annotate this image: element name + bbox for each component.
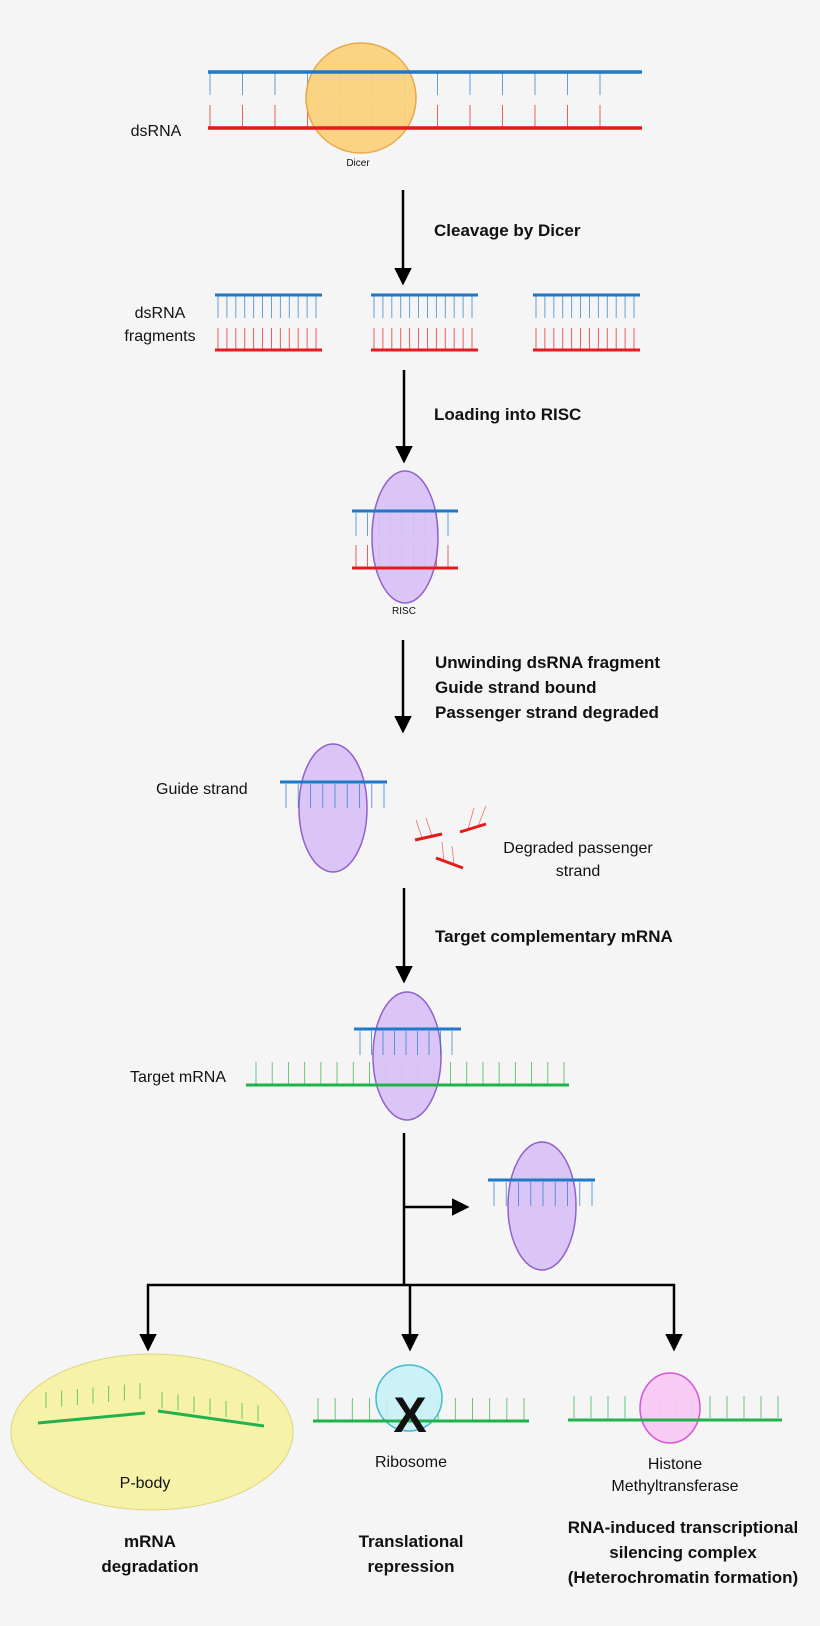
step-cleavage-label: Cleavage by Dicer xyxy=(434,221,581,240)
fragment-3-red-ticks xyxy=(535,328,635,350)
risc-released xyxy=(488,1141,595,1271)
target-mrna-complex xyxy=(246,991,569,1121)
degraded-label-line2: strand xyxy=(556,863,600,880)
fragments-label-line1: dsRNA xyxy=(135,305,186,322)
hmt-label-line2: Methyltransferase xyxy=(611,1478,738,1495)
dsrna-full xyxy=(208,42,642,154)
dicer-label: Dicer xyxy=(346,158,370,169)
hmt-outcome xyxy=(568,1372,782,1444)
dsrna-fragment-2 xyxy=(371,293,478,352)
pbody-mrna-right xyxy=(157,1409,265,1428)
pbody-ticks-right xyxy=(161,1392,259,1422)
passenger-piece-1-tick-a xyxy=(415,819,423,839)
passenger-piece-3-tick-b xyxy=(451,845,455,866)
outcome-rits-line3: (Heterochromatin formation) xyxy=(568,1568,798,1587)
x-mark-icon: X xyxy=(393,1387,426,1443)
step-unwind-line3: Passenger strand degraded xyxy=(435,703,659,722)
passenger-piece-1 xyxy=(414,832,443,842)
outcome-degradation-line2: degradation xyxy=(101,1557,198,1576)
step-unwind-line2: Guide strand bound xyxy=(435,678,597,697)
ribosome-label: Ribosome xyxy=(375,1454,447,1471)
passenger-piece-2 xyxy=(459,822,487,834)
hmt-label-line1: Histone xyxy=(648,1456,702,1473)
step-unwind-line1: Unwinding dsRNA fragment xyxy=(435,653,660,672)
guide-strand-label: Guide strand xyxy=(156,781,248,798)
passenger-piece-3 xyxy=(435,856,464,870)
ribosome-outcome: X xyxy=(313,1364,529,1443)
risc-complex-guide xyxy=(298,743,368,873)
target-mrna-label: Target mRNA xyxy=(130,1069,226,1086)
passenger-piece-2-tick-b xyxy=(477,805,487,827)
dsrna-fragment-3 xyxy=(533,293,640,352)
risc-label: RISC xyxy=(392,606,416,617)
step-loading-label: Loading into RISC xyxy=(434,405,581,424)
dicer-enzyme xyxy=(305,42,417,154)
dsrna-fragment-1 xyxy=(215,293,322,352)
risc-guide-strand xyxy=(280,743,387,873)
degraded-passenger-pieces xyxy=(414,805,487,870)
outcome-rits-line1: RNA-induced transcriptional xyxy=(568,1518,798,1537)
pbody-mrna-left xyxy=(37,1411,146,1425)
degraded-label-line1: Degraded passenger xyxy=(503,840,653,857)
fragment-1-red-ticks xyxy=(217,328,317,350)
released-blue-ticks xyxy=(493,1182,593,1206)
guide-blue-ticks xyxy=(285,784,385,808)
outcome-rits-line2: silencing complex xyxy=(609,1543,757,1562)
risc-complex-released xyxy=(507,1141,577,1271)
fragment-2-blue-ticks xyxy=(373,296,473,318)
outcome-degradation-line1: mRNA xyxy=(124,1532,176,1551)
target-guide-blue-ticks xyxy=(359,1031,453,1055)
fragments-label-line2: fragments xyxy=(124,328,195,345)
risc-loaded xyxy=(352,470,458,604)
passenger-piece-3-tick-a xyxy=(441,841,445,862)
passenger-piece-1-tick-b xyxy=(425,817,433,837)
branch-arrows xyxy=(139,1133,683,1352)
hmt-enzyme xyxy=(639,1372,701,1444)
pbody-ticks-left xyxy=(45,1382,141,1408)
pbody-label: P-body xyxy=(120,1475,171,1492)
dsrna-label: dsRNA xyxy=(131,123,182,140)
ribosome-circle xyxy=(375,1364,443,1432)
risc-complex xyxy=(371,470,439,604)
passenger-piece-2-tick-a xyxy=(467,807,475,830)
pbody-ellipse xyxy=(10,1353,294,1511)
fragment-2-red-ticks xyxy=(373,328,473,350)
risc-complex-target xyxy=(372,991,442,1121)
outcome-repression-line2: repression xyxy=(368,1557,455,1576)
fragment-3-blue-ticks xyxy=(535,296,635,318)
pbody-outcome xyxy=(10,1353,294,1511)
fragment-1-blue-ticks xyxy=(217,296,317,318)
outcome-repression-line1: Translational xyxy=(359,1532,464,1551)
step-target-label: Target complementary mRNA xyxy=(435,927,673,946)
